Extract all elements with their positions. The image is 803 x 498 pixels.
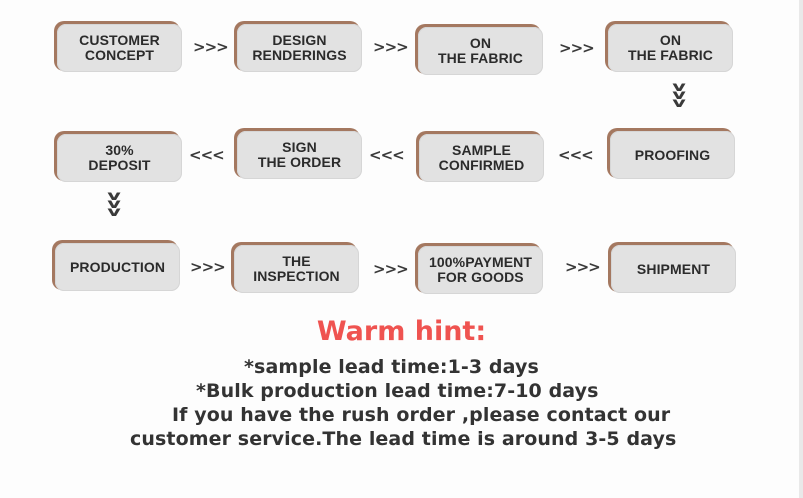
step-sample-confirmed: SAMPLE CONFIRMED <box>416 131 544 182</box>
step-on-the-fabric-1: ON THE FABRIC <box>415 24 543 75</box>
step-label: 30% DEPOSIT <box>57 134 182 182</box>
step-label: PRODUCTION <box>55 243 180 291</box>
arrow-left-icon: <<< <box>558 146 594 164</box>
step-production: PRODUCTION <box>52 240 180 291</box>
hint-line: customer service.The lead time is around… <box>130 428 677 450</box>
arrow-right-icon: >>> <box>565 258 601 276</box>
arrow-right-icon: >>> <box>190 258 226 276</box>
step-label: ON THE FABRIC <box>608 24 733 72</box>
arrow-right-icon: >>> <box>373 260 409 278</box>
arrow-right-icon: >>> <box>193 38 229 56</box>
page-edge <box>799 0 803 498</box>
step-the-inspection: THE INSPECTION <box>231 242 359 293</box>
step-label: DESIGN RENDERINGS <box>237 24 362 72</box>
step-sign-the-order: SIGN THE ORDER <box>234 128 362 179</box>
step-design-renderings: DESIGN RENDERINGS <box>234 21 362 72</box>
arrow-left-icon: <<< <box>189 146 225 164</box>
hint-line: *Bulk production lead time:7-10 days <box>196 380 599 402</box>
step-label: SAMPLE CONFIRMED <box>419 134 544 182</box>
step-deposit: 30% DEPOSIT <box>54 131 182 182</box>
arrow-right-icon: >>> <box>373 38 409 56</box>
hint-line: *sample lead time:1-3 days <box>244 356 539 378</box>
step-label: SIGN THE ORDER <box>237 131 362 179</box>
step-label: CUSTOMER CONCEPT <box>57 24 182 72</box>
step-label: PROOFING <box>610 131 735 179</box>
arrow-right-icon: >>> <box>559 39 595 57</box>
step-on-the-fabric-2: ON THE FABRIC <box>605 21 733 72</box>
step-proofing: PROOFING <box>607 128 735 179</box>
step-label: THE INSPECTION <box>234 245 359 293</box>
step-payment-for-goods: 100%PAYMENT FOR GOODS <box>415 243 543 294</box>
step-shipment: SHIPMENT <box>608 242 736 293</box>
hint-title: Warm hint: <box>316 316 487 347</box>
step-label: SHIPMENT <box>611 245 736 293</box>
step-label: ON THE FABRIC <box>418 27 543 75</box>
step-customer-concept: CUSTOMER CONCEPT <box>54 21 182 72</box>
arrow-left-icon: <<< <box>369 146 405 164</box>
hint-line: If you have the rush order ,please conta… <box>172 404 671 426</box>
step-label: 100%PAYMENT FOR GOODS <box>418 246 543 294</box>
